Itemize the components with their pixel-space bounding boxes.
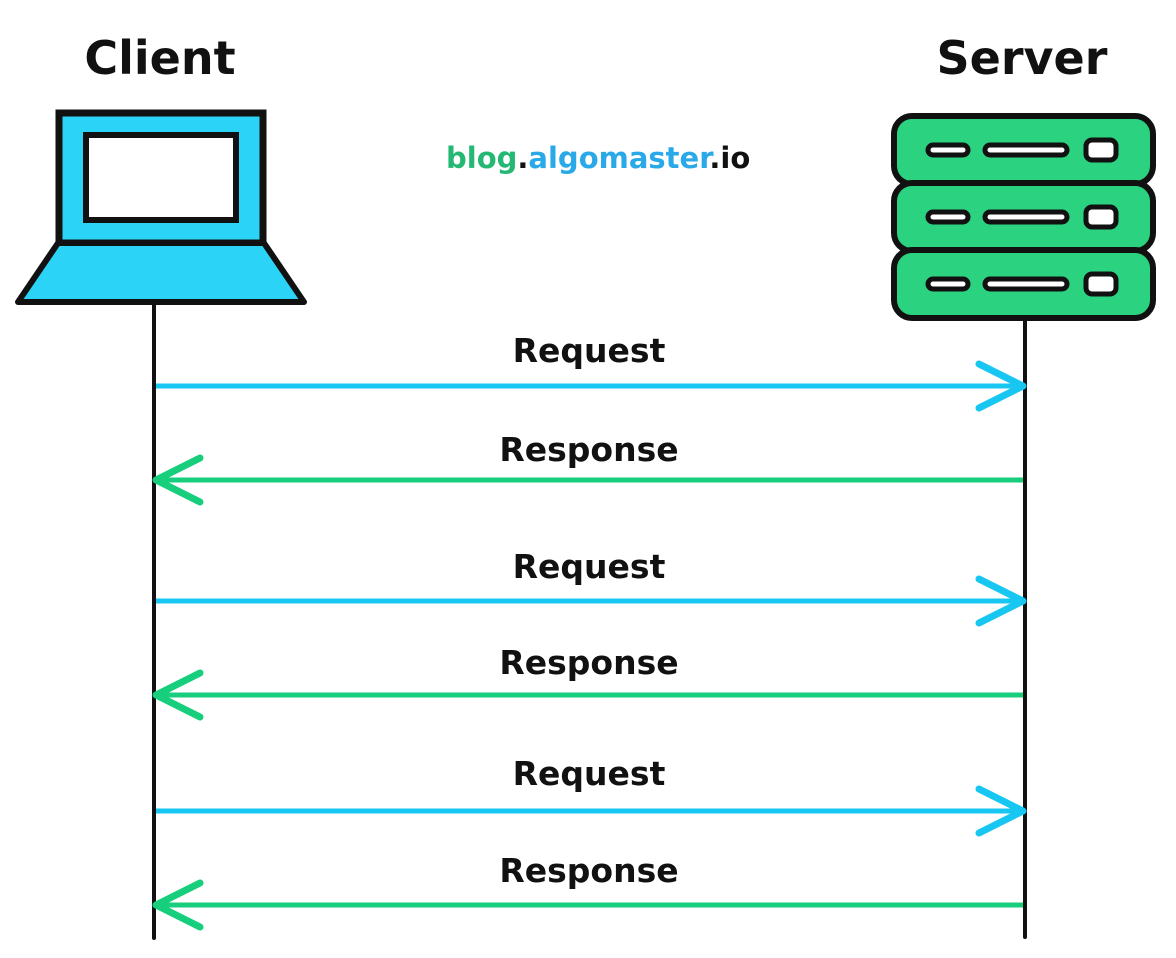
laptop-icon <box>15 109 307 305</box>
server-slot-long <box>982 276 1070 292</box>
watermark-blog: blog <box>446 141 517 175</box>
message-label: Response <box>499 851 678 890</box>
server-actor: Server <box>891 31 1156 939</box>
client-label: Client <box>84 31 235 85</box>
server-slot-long <box>982 142 1070 158</box>
request-arrowhead <box>975 360 1027 412</box>
message-response-3: Response <box>152 851 1023 931</box>
watermark: blog.algomaster.io <box>446 141 750 175</box>
request-arrowhead <box>975 575 1027 627</box>
server-icon <box>891 113 1156 321</box>
client-actor: Client <box>15 31 307 940</box>
message-response-1: Response <box>152 430 1023 506</box>
watermark-algomaster: algomaster <box>528 141 714 175</box>
message-request-2: Request <box>156 547 1027 627</box>
server-label: Server <box>937 31 1108 85</box>
message-label: Request <box>513 754 666 793</box>
laptop-screen <box>83 132 239 223</box>
message-label: Response <box>499 430 678 469</box>
laptop-base <box>15 240 307 305</box>
watermark-dot2: . <box>709 141 720 175</box>
server-slot-small <box>925 142 971 158</box>
server-slot-small <box>925 209 971 225</box>
server-slot-button <box>1083 137 1119 163</box>
message-label: Request <box>513 331 666 370</box>
server-slot-long <box>982 209 1070 225</box>
watermark-dot1: . <box>517 141 528 175</box>
watermark-io: io <box>720 141 750 175</box>
message-label: Response <box>499 643 678 682</box>
message-response-2: Response <box>152 643 1023 721</box>
message-request-3: Request <box>156 754 1027 837</box>
server-slot-small <box>925 276 971 292</box>
server-slot-button <box>1083 204 1119 230</box>
response-arrowhead <box>152 669 204 721</box>
message-label: Request <box>513 547 666 586</box>
response-arrowhead <box>152 879 204 931</box>
server-slot-button <box>1083 271 1119 297</box>
message-request-1: Request <box>156 331 1027 412</box>
request-arrowhead <box>975 785 1027 837</box>
response-arrowhead <box>152 454 204 506</box>
